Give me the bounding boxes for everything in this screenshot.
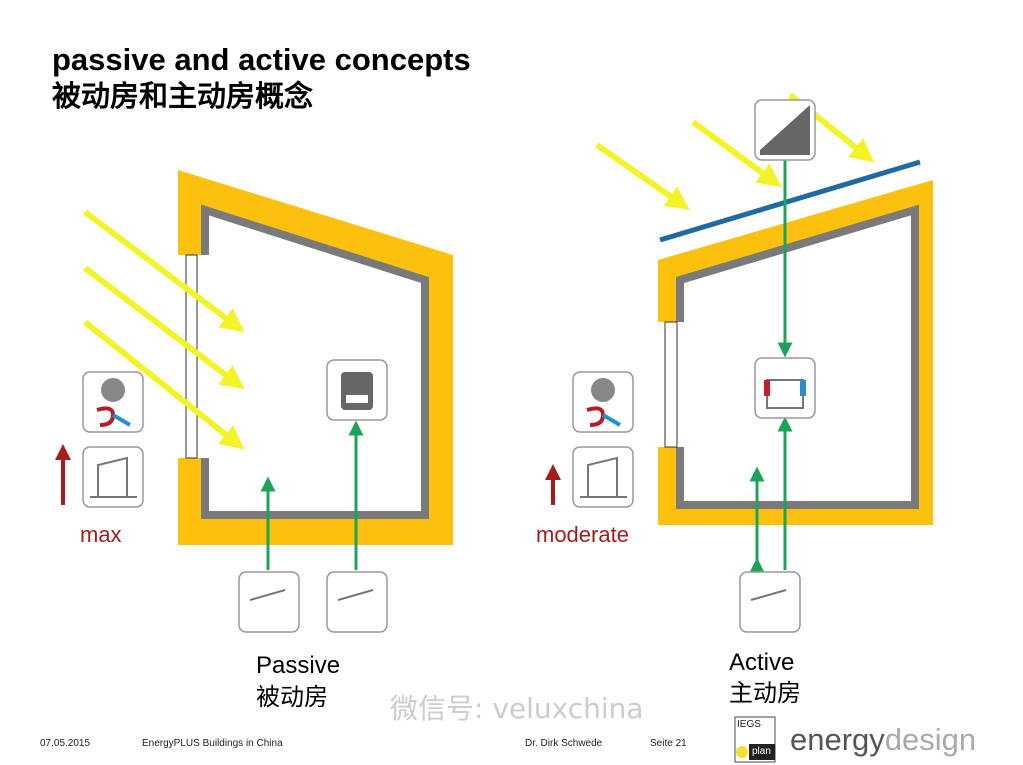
electricity-icon [238, 571, 300, 633]
passive-label: Passive [256, 652, 341, 679]
brand-a: energy [790, 722, 885, 757]
footer-page: Seite 21 [650, 738, 687, 749]
electricity-icon [739, 571, 801, 633]
sun-rays [83, 92, 875, 450]
gas-icon [326, 571, 388, 633]
active-label-cn: 主动房 [729, 679, 801, 707]
logo [734, 716, 776, 763]
pv-panel [659, 159, 921, 243]
logo-bottom: plan [752, 746, 771, 757]
slide-title: passive and active concepts [52, 42, 471, 77]
energy-flows [260, 160, 793, 573]
active-house [658, 159, 933, 525]
active-label: Active [729, 649, 795, 676]
logo-top: IEGS [737, 719, 761, 730]
passive-label-cn: 被动房 [256, 683, 328, 711]
window [185, 254, 198, 459]
footer-event: EnergyPLUS Buildings in China [142, 738, 283, 749]
heat-pump-icon [754, 357, 816, 419]
footer-date: 07.05.2015 [40, 738, 91, 749]
footer-author: Dr. Dirk Schwede [525, 738, 603, 749]
level-label-max: max [80, 522, 122, 547]
brand-b: design [884, 722, 977, 757]
brand-name: energydesign [790, 722, 977, 757]
level-label-moderate: moderate [536, 522, 629, 547]
passive-house [178, 170, 453, 545]
slide-subtitle: 被动房和主动房概念 [52, 79, 314, 113]
window [664, 321, 678, 448]
watermark: 微信号: veluxchina [390, 692, 644, 725]
